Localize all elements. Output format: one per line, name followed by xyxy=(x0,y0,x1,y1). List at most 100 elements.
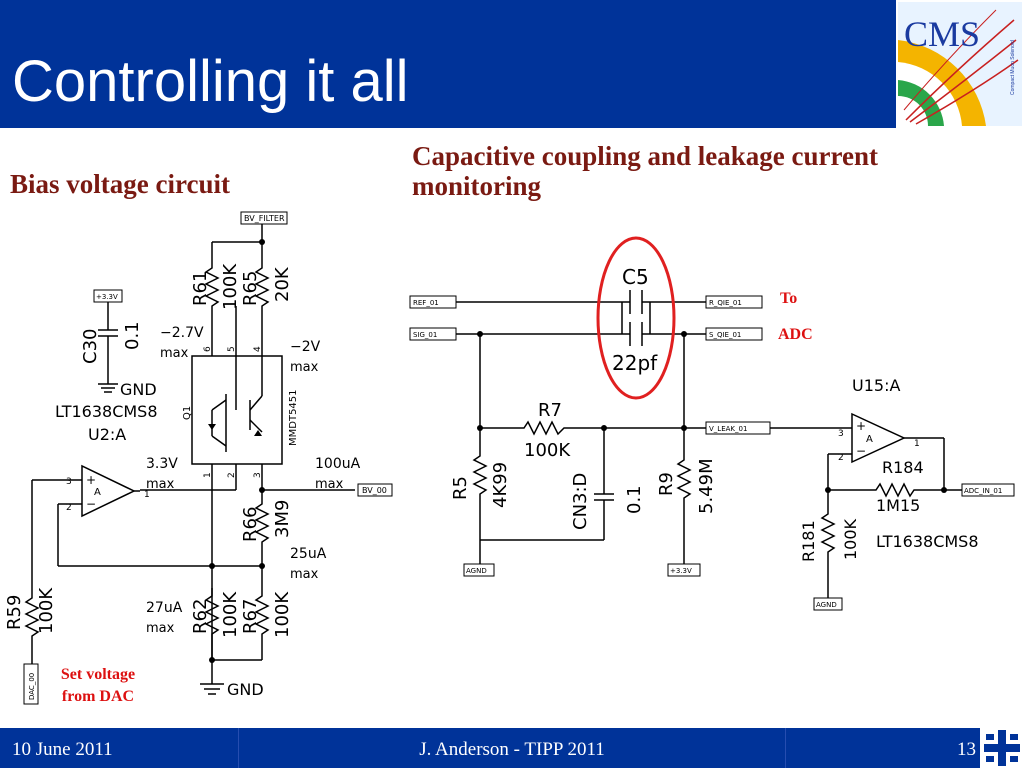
vleak-label: V_LEAK_01 xyxy=(709,425,747,433)
u15a-label: U15:A xyxy=(852,376,900,395)
max6-label: max xyxy=(146,621,175,636)
pin2-label: 2 xyxy=(227,472,237,478)
dac-annotation: Set voltage from DAC xyxy=(46,666,150,706)
r7-label: R7 xyxy=(538,400,562,421)
bv-filter-label: BV_FILTER xyxy=(244,214,285,223)
r5-label: R5 xyxy=(450,476,471,500)
to-annotation: To xyxy=(780,290,798,307)
agnd2-label: AGND xyxy=(816,601,837,609)
r66-value: 3M9 xyxy=(272,500,293,538)
opamp-left-minus: − xyxy=(86,497,96,511)
coupling-monitor-schematic: REF_01 SIG_01 R_QIE_01 S_QIE_01 V_LEAK_0… xyxy=(409,236,1015,611)
opamp-left-pin2: 2 xyxy=(66,503,72,513)
r59-label: R59 xyxy=(4,595,25,630)
opamp-left-pin1: 1 xyxy=(144,490,150,500)
pin4-label: 4 xyxy=(253,346,263,352)
opamp-left-plus: + xyxy=(86,473,96,487)
r62-label: R62 xyxy=(190,599,211,634)
pin1-label: 1 xyxy=(203,472,213,478)
r67-value: 100K xyxy=(272,591,293,638)
max1-label: max xyxy=(160,346,189,361)
c5-label: C5 xyxy=(622,265,649,289)
r7-value: 100K xyxy=(524,440,571,461)
footer-author-cell: J. Anderson - TIPP 2011 xyxy=(239,728,786,768)
i27-label: 27uA xyxy=(146,600,183,616)
r67-label: R67 xyxy=(240,599,261,634)
footer-page: 13 xyxy=(957,739,976,760)
max5-label: max xyxy=(290,567,319,582)
i25-label: 25uA xyxy=(290,546,327,562)
dac-00-label: DAC_00 xyxy=(28,673,36,700)
footer-date-cell: 10 June 2011 xyxy=(0,728,239,768)
c30-value: 0.1 xyxy=(122,321,143,350)
plus33-label: +3.3V xyxy=(670,567,692,575)
dac-annotation-line2: from DAC xyxy=(61,688,135,705)
footer-page-cell: 13 xyxy=(786,728,976,768)
adc-annotation: ADC xyxy=(778,326,813,343)
c5-highlight-ring xyxy=(596,236,676,400)
cn3d-label: CN3:D xyxy=(570,473,591,530)
v27-label: −2.7V xyxy=(160,325,204,341)
gnd2-label: GND xyxy=(227,680,264,699)
footer-date: 10 June 2011 xyxy=(12,739,113,760)
v2-label: −2V xyxy=(290,339,321,355)
sqie-label: S_QIE_01 xyxy=(709,331,741,339)
right-heading-line1: Capacitive coupling and leakage current xyxy=(412,141,879,171)
i100-label: 100uA xyxy=(315,456,361,472)
r66-label: R66 xyxy=(240,507,261,542)
pin3-label: 3 xyxy=(253,472,263,478)
right-heading-line2: monitoring xyxy=(412,170,542,201)
agnd1-label: AGND xyxy=(466,567,487,575)
u2a-label: U2:A xyxy=(88,425,126,444)
r181-value: 100K xyxy=(841,518,860,560)
q1-label: Q1 xyxy=(182,406,193,420)
pin6-label: 6 xyxy=(203,346,213,352)
r61-label: R61 xyxy=(190,271,211,306)
r61-value: 100K xyxy=(220,263,241,310)
opamp-right-pin1: 1 xyxy=(914,439,920,449)
r5-value: 4K99 xyxy=(490,462,511,508)
adc-in-label: ADC_IN_01 xyxy=(964,487,1002,495)
opamp-right-minus: − xyxy=(856,444,866,458)
opamp-right-pin2: 2 xyxy=(838,453,844,463)
cms-logo: CMS Compact Muon Solenoid xyxy=(896,0,1024,128)
gnd1-label: GND xyxy=(120,380,157,399)
dac-annotation-line1: Set voltage xyxy=(60,666,136,683)
cn3d-value: 0.1 xyxy=(624,485,645,514)
opamp-left-a: A xyxy=(94,487,101,498)
fermilab-logo xyxy=(980,728,1024,768)
r184-label: R184 xyxy=(882,458,924,477)
ref01-label: REF_01 xyxy=(413,299,439,307)
max3-label: max xyxy=(146,477,175,492)
opamp-left-pin3: 3 xyxy=(66,477,72,487)
max4-label: max xyxy=(315,477,344,492)
max2-label: max xyxy=(290,360,319,375)
r62-value: 100K xyxy=(220,591,241,638)
bv-00-label: BV_00 xyxy=(362,486,387,495)
opamp-right-a: A xyxy=(866,434,873,445)
r59-value: 100K xyxy=(36,587,57,634)
r184-value: 1M15 xyxy=(876,496,920,515)
r65-label: R65 xyxy=(240,271,261,306)
slide-header: Controlling it all CMS Compact Muon Sole… xyxy=(0,0,1024,128)
c30-label: C30 xyxy=(80,329,101,364)
v33-label: 3.3V xyxy=(146,456,178,472)
opamp-right-plus: + xyxy=(856,419,866,433)
opamp-right-pin3: 3 xyxy=(838,429,844,439)
mmdt-label: MMDT5451 xyxy=(288,389,299,446)
r9-label: R9 xyxy=(656,472,677,496)
sig01-label: SIG_01 xyxy=(413,331,437,339)
r181-label: R181 xyxy=(799,520,818,562)
rqie-label: R_QIE_01 xyxy=(709,299,742,307)
r65-value: 20K xyxy=(272,266,293,302)
r9-value: 5.49M xyxy=(696,458,717,514)
footer-author: J. Anderson - TIPP 2011 xyxy=(419,739,605,760)
logo-text: CMS xyxy=(904,14,980,54)
logo-subtext: Compact Muon Solenoid xyxy=(1010,40,1016,95)
plus33-top-label: +3.3V xyxy=(96,293,118,301)
bias-voltage-schematic: BV_FILTER +3.3V BV_00 DAC_00 C30 0.1 GND… xyxy=(4,211,393,705)
pin5-label: 5 xyxy=(227,346,237,352)
slide-footer: 10 June 2011 J. Anderson - TIPP 2011 13 xyxy=(0,728,1024,768)
right-heading: Capacitive coupling and leakage current … xyxy=(412,141,879,201)
part-lt1638-left: LT1638CMS8 xyxy=(55,402,158,421)
